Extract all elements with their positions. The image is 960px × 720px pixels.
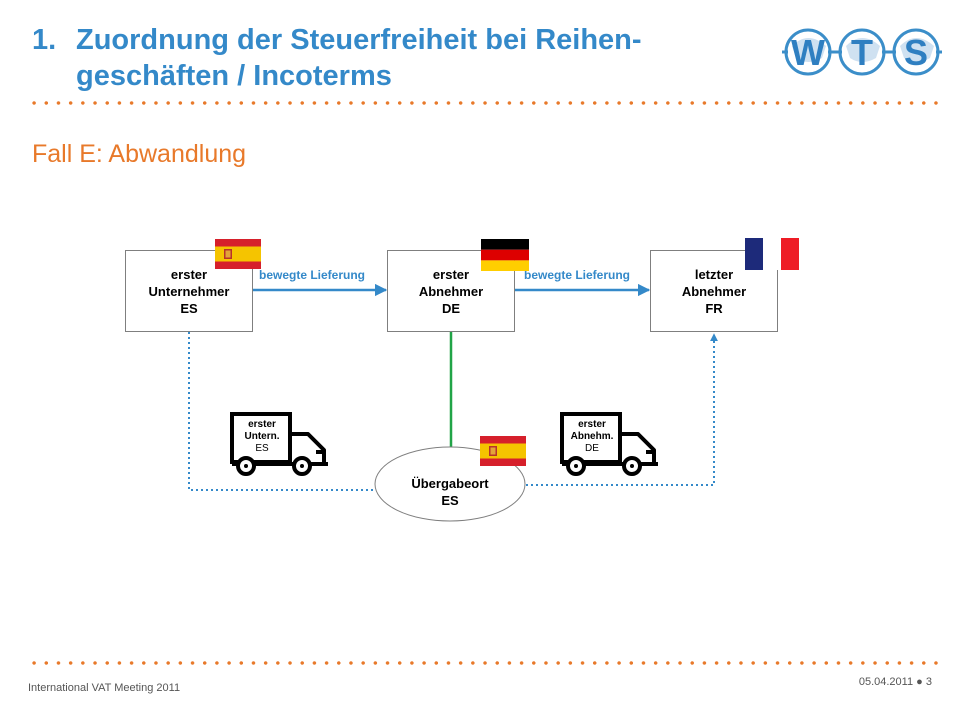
logo-letter-s: S — [904, 32, 928, 73]
title-line-2: geschäften / Incoterms — [76, 60, 392, 92]
truck2-line3: DE — [585, 443, 599, 454]
arrow2-label: bewegte Lieferung — [524, 268, 631, 282]
truck1-label: erster Untern. ES — [234, 419, 290, 455]
truck2-label: erster Abnehm. DE — [564, 419, 620, 455]
wts-logo: W T S — [782, 16, 942, 93]
box3-line3: FR — [705, 300, 723, 316]
box1-line2: Unternehmer — [148, 283, 230, 299]
truck1-line3: ES — [255, 443, 269, 454]
box2-line2: Abnehmer — [418, 283, 484, 299]
bullet-separator: ● — [916, 676, 923, 688]
box2-line3: DE — [441, 300, 461, 316]
box2-line1: erster — [432, 266, 470, 282]
title-line-1: Zuordnung der Steuerfreiheit bei Reihen- — [76, 24, 642, 56]
france-flag-icon — [745, 238, 799, 270]
footer-date-page: 05.04.2011 ● 3 — [859, 676, 932, 688]
footer-event: International VAT Meeting 2011 — [28, 682, 181, 694]
box1-line3: ES — [180, 300, 198, 316]
handover-line2: ES — [441, 493, 459, 508]
truck1-line2: Untern. — [244, 431, 280, 442]
truck-icon — [560, 412, 658, 476]
germany-flag-icon — [481, 239, 529, 271]
case-subtitle: Fall E: Abwandlung — [32, 140, 247, 168]
truck2-line1: erster — [578, 419, 606, 430]
footer-date: 05.04.2011 — [858, 676, 914, 688]
box3-line1: letzter — [694, 266, 734, 282]
page-number: 3 — [925, 676, 932, 688]
header-divider — [28, 100, 938, 106]
box-first-entrepreneur: erster Unternehmer ES — [125, 250, 253, 332]
truck2-line2: Abnehm. — [570, 431, 614, 442]
logo-letter-t: T — [851, 32, 873, 73]
spain-flag-icon — [215, 239, 261, 269]
logo-letter-w: W — [791, 32, 825, 73]
spain-flag-icon — [480, 436, 526, 466]
box1-line1: erster — [170, 266, 208, 282]
title-number: 1. — [32, 24, 57, 56]
box3-line2: Abnehmer — [681, 283, 747, 299]
handover-line1: Übergabeort — [411, 476, 489, 491]
arrow1-label: bewegte Lieferung — [259, 268, 366, 282]
handover-label: Übergabeort ES — [375, 475, 525, 509]
globe-logo-icon: W T S — [782, 28, 942, 76]
truck-icon — [230, 412, 328, 476]
truck1-line1: erster — [248, 419, 276, 430]
footer-divider — [28, 660, 938, 666]
